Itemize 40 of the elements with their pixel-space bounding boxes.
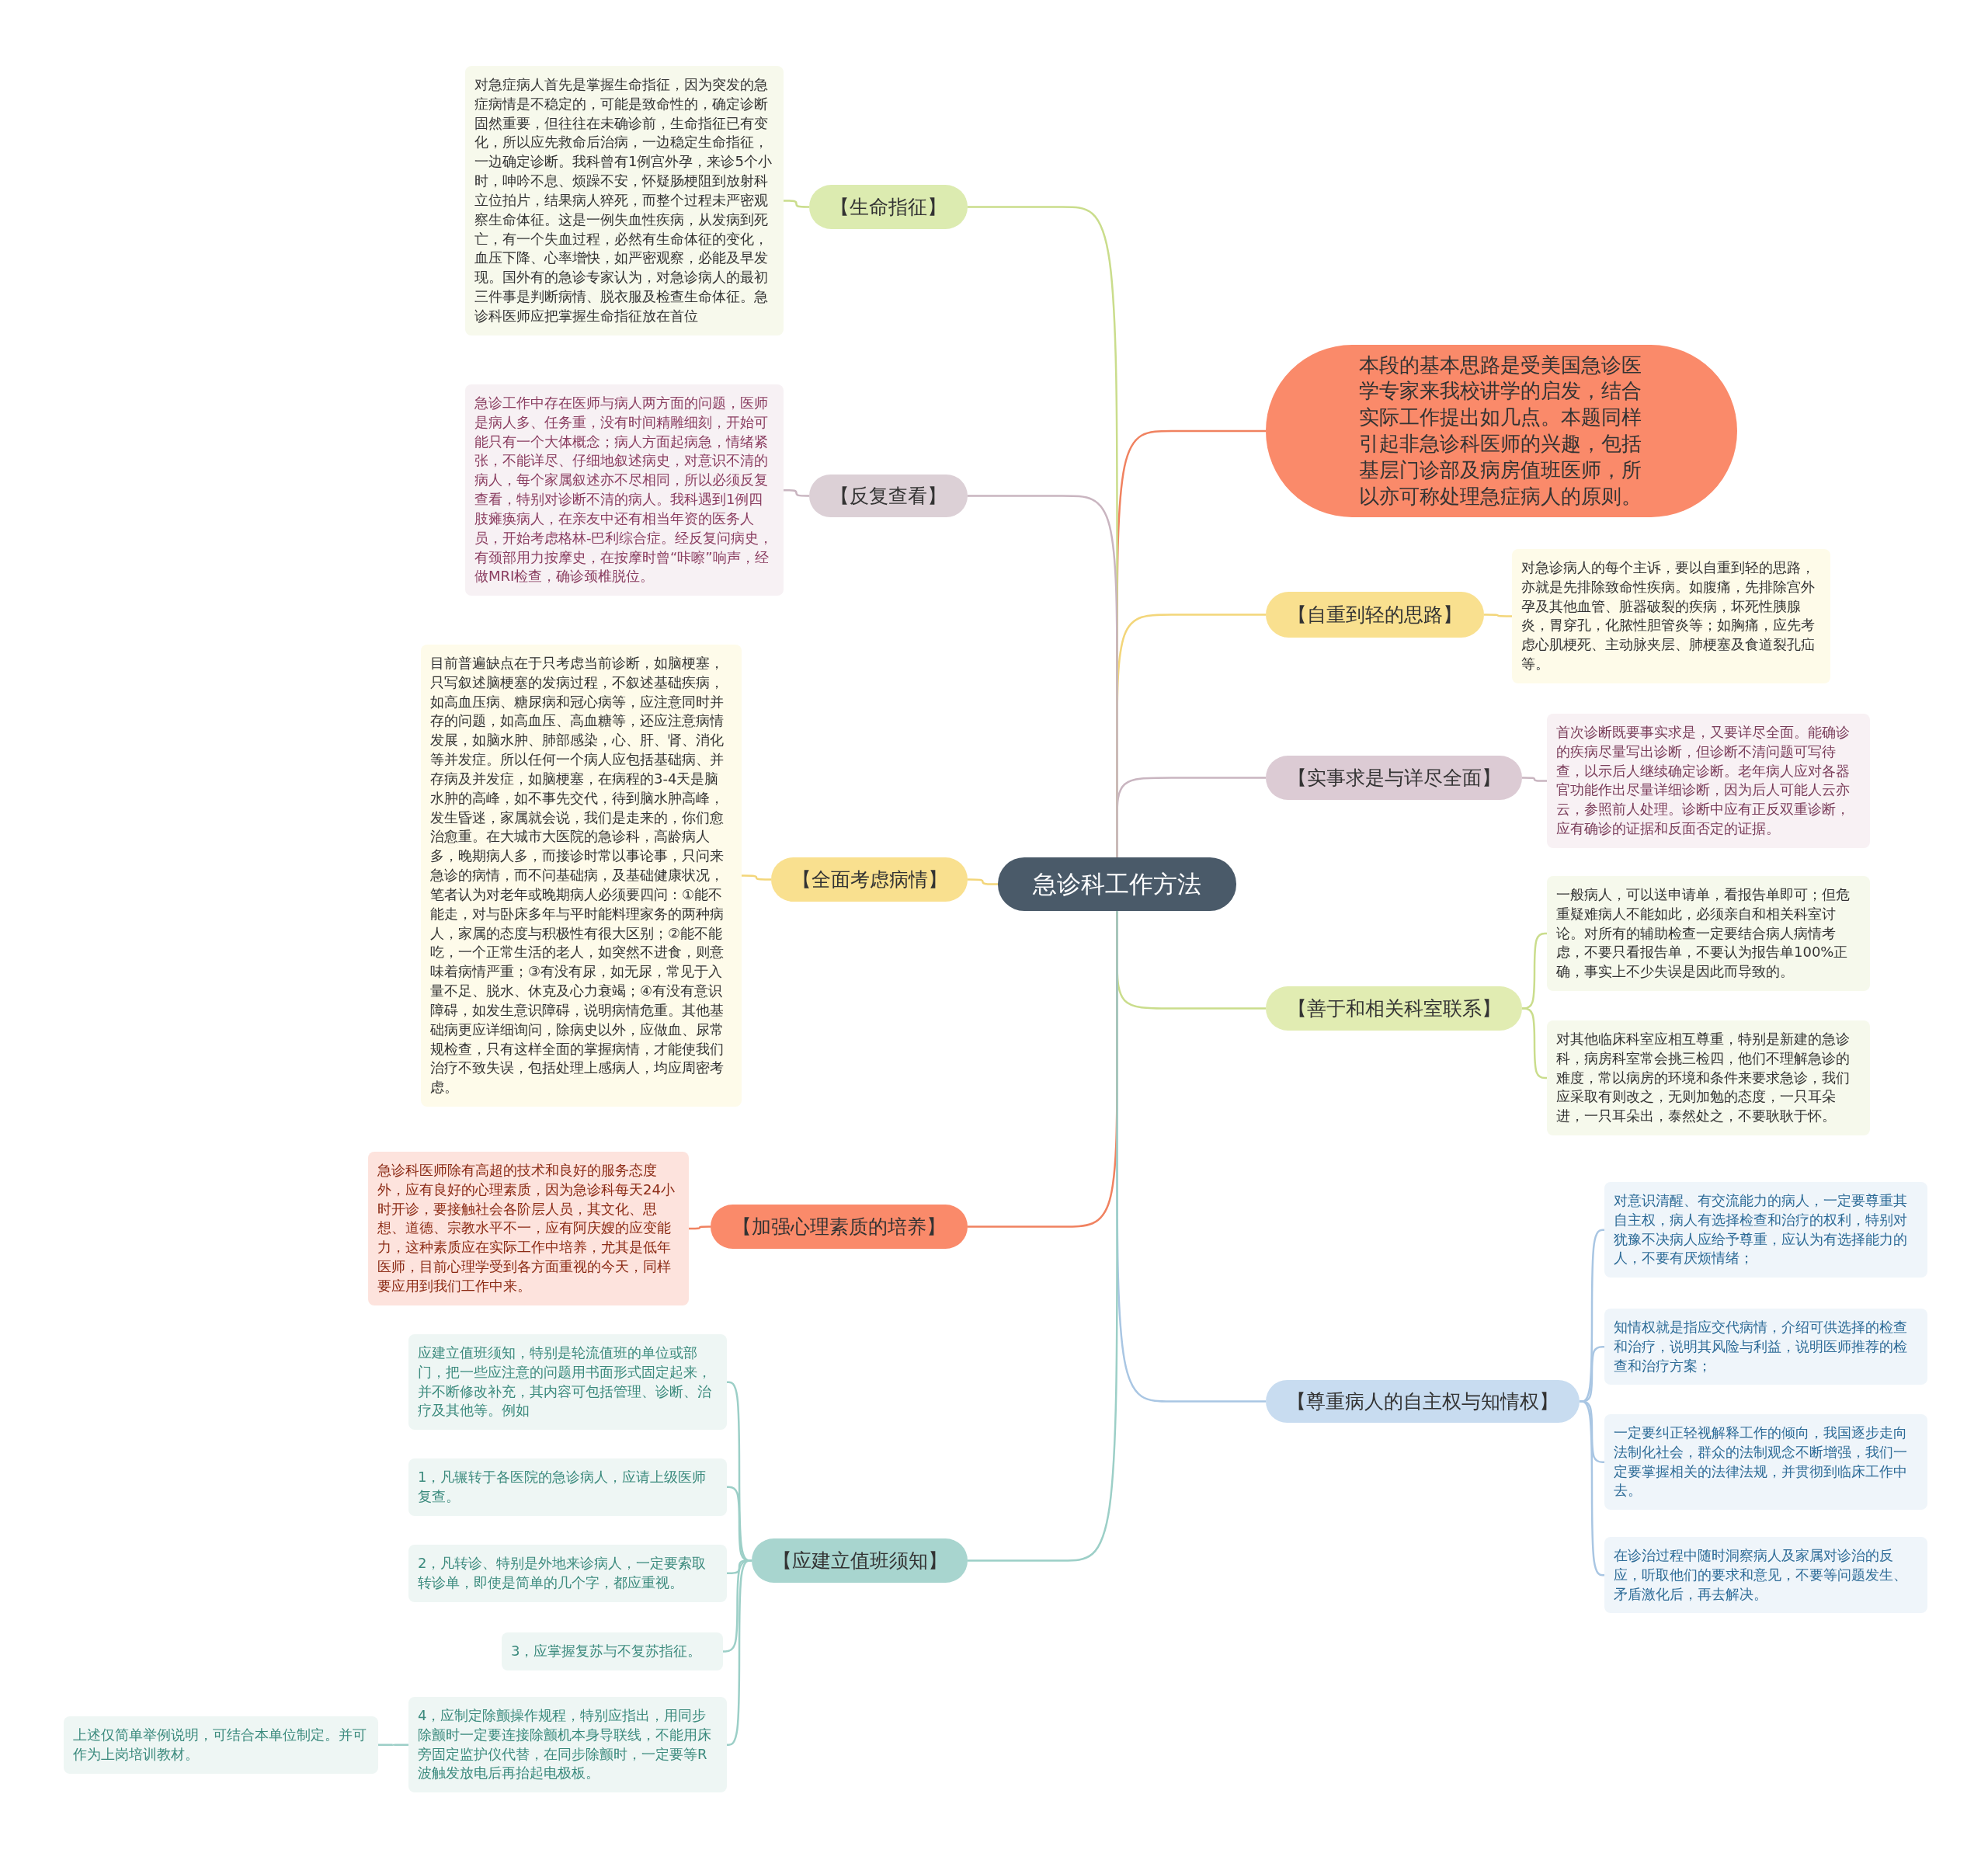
note-card: 首次诊断既要事实求是，又要详尽全面。能确诊的疾病尽量写出诊断，但诊断不清问题可写待查，以示后人继续确定诊断。老年病人应对各器官功能作出尽量详细诊断，因为后人可能人云亦云，参照前人处理。诊断中应有正反双重诊断，应有确诊的证据和反面否定的证据。 bbox=[1547, 714, 1870, 848]
branch-topic: 【应建立值班须知】 bbox=[752, 1538, 968, 1583]
branch-topic: 【反复查看】 bbox=[809, 475, 968, 517]
connector-line bbox=[742, 874, 771, 881]
note-card: 在诊治过程中随时洞察病人及家属对诊治的反应，听取他们的要求和意见，不要等问题发生、矛盾激化后，再去解决。 bbox=[1604, 1537, 1927, 1614]
connector-line bbox=[968, 878, 998, 885]
note-card: 对意识清醒、有交流能力的病人，一定要尊重其自主权，病人有选择检查和治疗的权利，特别对犹豫不决病人应给予尊重，应认为有选择能力的人，不要有厌烦情绪； bbox=[1604, 1182, 1927, 1278]
branch-topic: 【生命指征】 bbox=[809, 185, 968, 229]
topic-bubble: 本段的基本思路是受美国急诊医学专家来我校讲学的启发，结合实际工作提出如几点。本题同样引起非急诊科医师的兴趣，包括基层门诊部及病房值班医师，所以亦可称处理急症病人的原则。 bbox=[1266, 345, 1737, 517]
connector-line bbox=[1522, 1007, 1547, 1079]
note-card: 1，凡辗转于各医院的急诊病人，应请上级医师复查。 bbox=[408, 1458, 727, 1516]
connector-line bbox=[968, 911, 1118, 1562]
note-card: 3，应掌握复苏与不复苏指征。 bbox=[502, 1632, 723, 1670]
branch-topic: 【尊重病人的自主权与知情权】 bbox=[1266, 1380, 1580, 1423]
note-card: 上述仅简单举例说明，可结合本单位制定。并可作为上岗培训教材。 bbox=[64, 1716, 378, 1774]
branch-topic: 【实事求是与详尽全面】 bbox=[1266, 756, 1522, 800]
note-card: 对其他临床科室应相互尊重，特别是新建的急诊科，病房科室常会挑三检四，他们不理解急诊的难度，常以病房的环境和条件来要求急诊，我们应采取有则改之，无则加勉的态度，一只耳朵进，一只耳朵出，泰然处之，不要耿耿于怀。 bbox=[1547, 1020, 1870, 1136]
connector-line bbox=[378, 1743, 408, 1747]
connector-line bbox=[1484, 614, 1512, 617]
connector-line bbox=[968, 495, 1118, 857]
note-card: 对急症病人首先是掌握生命指征，因为突发的急症病情是不稳定的，可能是致命性的，确定诊断固然重要，但往往在未确诊前，生命指征已有变化，所以应先救命后治病，一边稳定生命指征，一边确定诊断。我科曾有1例宫外孕，来诊5个小时，呻吟不息、烦躁不安，怀疑肠梗阻到放射科立位拍片，结果病人猝死，而整个过程未严密观察生命体征。这是一例失血性疾病，从发病到死亡，有一个失血过程，必然有生命体征的变化，血压下降、心率增快，如严密观察，必能及早发现。国外有的急诊专家认为，对急诊病人的最初三件事是判断病情、脱衣服及检查生命体征。急诊科医师应把掌握生命指征放在首位 bbox=[465, 66, 784, 335]
branch-topic: 【善于和相关科室联系】 bbox=[1266, 986, 1522, 1031]
note-card: 应建立值班须知，特别是轮流值班的单位或部门，把一些应注意的问题用书面形式固定起来，并不断修改补充，其内容可包括管理、诊断、治疗及其他等。例如 bbox=[408, 1334, 727, 1431]
note-card: 急诊科医师除有高超的技术和良好的服务态度外，应有良好的心理素质，因为急诊科每天24小时开诊，要接触社会各阶层人员，其文化、思想、道德、宗教水平不一，应有阿庆嫂的应变能力，这种素质应在实际工作中培养，尤其是低年医师，目前心理学受到各方面重视的今天，同样要应用到我们工作中来。 bbox=[368, 1152, 689, 1305]
note-card: 知情权就是指应交代病情，介绍可供选择的检查和治疗，说明其风险与利益，说明医师推荐的检查和治疗方案； bbox=[1604, 1309, 1927, 1385]
branch-topic: 【加强心理素质的培养】 bbox=[711, 1205, 968, 1249]
connector-line bbox=[689, 1225, 711, 1230]
note-card: 2，凡转诊、特别是外地来诊病人，一定要索取转诊单，即使是简单的几个字，都应重视。 bbox=[408, 1545, 727, 1602]
connector-line bbox=[784, 200, 809, 208]
connector-line bbox=[784, 488, 809, 497]
note-card: 一般病人，可以送申请单，看报告单即可；但危重疑难病人不能如此，必须亲自和相关科室讨论。对所有的辅助检查一定要结合病人病情考虑，不要只看报告单，不要认为报告单100%正确，事实上不少失误是因此而导致的。 bbox=[1547, 876, 1870, 992]
note-card: 急诊工作中存在医师与病人两方面的问题，医师是病人多、任务重，没有时间精雕细刻，开始可能只有一个大体概念；病人方面起病急，情绪紧张，不能详尽、仔细地叙述病史，对意识不清的病人，每个家属叙述亦不尽相同，所以必须反复查看，特别对诊断不清的病人。我科遇到1例四肢瘫痪病人，在亲友中还有相当年资的医务人员，开始考虑格林-巴利综合症。经反复问病史，有颈部用力按摩史，在按摩时曾“咔嚓”响声，经做MRI检查，确诊颈椎脱位。 bbox=[465, 384, 784, 596]
connector-line bbox=[1522, 777, 1547, 782]
note-card: 4，应制定除颤操作规程，特别应指出，用同步除颤时一定要连接除颤机本身导联线，不能用床旁固定监护仪代替，在同步除颤时，一定要等R波触发放电后再抬起电极板。 bbox=[408, 1697, 727, 1793]
note-card: 对急诊病人的每个主诉，要以自重到轻的思路，亦就是先排除致命性疾病。如腹痛，先排除宫外孕及其他血管、脏器破裂的疾病，坏死性胰腺炎，胃穿孔，化脓性胆管炎等；如胸痛，应先考虑心肌梗死、主动脉夹层、肺梗塞及食道裂孔疝等。 bbox=[1512, 549, 1830, 683]
branch-topic: 【全面考虑病情】 bbox=[771, 857, 968, 902]
central-topic: 急诊科工作方法 bbox=[998, 857, 1236, 911]
note-card: 目前普遍缺点在于只考虑当前诊断，如脑梗塞，只写叙述脑梗塞的发病过程，不叙述基础疾病，如高血压病、糖尿病和冠心病等，应注意同时并存的问题，如高血压、高血糖等，还应注意病情发展，如脑水肿、肺部感染，心、肝、肾、消化等并发症。所以任何一个病人应包括基础病、并存病及并发症，如脑梗塞，在病程的3-4天是脑水肿的高峰，如不事先交代，待到脑水肿高峰，发生昏迷，家属就会说，我们是走来的，你们愈治愈重。在大城市大医院的急诊科，高龄病人多，晚期病人多，而接诊时常以事论事，只问来急诊的病情，而不问基础病，及基础健康状况，笔者认为对老年或晚期病人必须要四问：①能不能走，对与卧床多年与平时能料理家务的两种病人，家属的态度与积极性有很大区别；②能不能吃，一个正常生活的老人，如突然不进食，则意味着病情严重；③有没有尿，如无尿，常见于入量不足、脱水、休克及心力衰竭；④有没有意识障碍，如发生意识障碍，说明病情危重。其他基础病更应详细询问，除病史以外，应做血、尿常规检查，只有这样全面的掌握病情，才能使我们治疗不致失误，包括处理上感病人，均应周密考虑。 bbox=[421, 645, 742, 1107]
note-card: 一定要纠正轻视解释工作的倾向，我国逐步走向法制化社会，群众的法制观念不断增强，我们一定要掌握相关的法律法规，并贯彻到临床工作中去。 bbox=[1604, 1414, 1927, 1511]
branch-topic: 【自重到轻的思路】 bbox=[1266, 592, 1484, 638]
